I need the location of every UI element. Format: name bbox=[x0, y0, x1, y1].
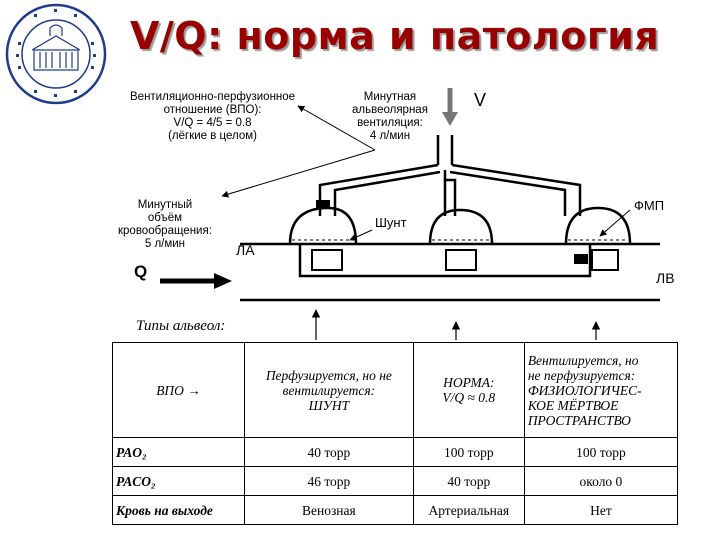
header-shunt: Перфузируется, но не вентилируется: ШУНТ bbox=[244, 342, 414, 438]
alveoli-types-caption: Типы альвеол: bbox=[136, 318, 226, 334]
vpo-label: Вентиляционно-перфузионное отношение (ВП… bbox=[130, 91, 296, 142]
header-dead-space: Вентилируется, но не перфузируется: ФИЗИ… bbox=[523, 342, 679, 438]
v-symbol: V bbox=[474, 90, 487, 110]
table-cell: около 0 bbox=[523, 466, 679, 496]
table-cell: 100 торр bbox=[412, 437, 525, 467]
table-cell: Артериальная bbox=[412, 495, 525, 525]
table-cell: 46 торр bbox=[244, 466, 414, 496]
header-vpo: ВПО → bbox=[112, 342, 245, 438]
university-seal-logo bbox=[5, 3, 107, 105]
table-cell: 40 торр bbox=[412, 466, 525, 496]
la-label: ЛА bbox=[236, 242, 255, 258]
vq-diagram bbox=[160, 88, 660, 340]
table-row: Кровь на выходе Венозная Артериальная Не… bbox=[112, 495, 679, 525]
row-label: PAO₂ bbox=[112, 437, 245, 467]
blood-flow-label: Минутный объём кровообращения: 5 л/мин bbox=[118, 199, 212, 250]
header-norm: НОРМА: V/Q ≈ 0.8 bbox=[412, 342, 525, 438]
fmp-label: ФМП bbox=[634, 198, 665, 213]
table-cell: 40 торр bbox=[244, 437, 414, 467]
table-header-row: ВПО → Перфузируется, но не вентилируется… bbox=[112, 342, 679, 438]
shunt-label: Шунт bbox=[375, 215, 407, 230]
page-title: V/Q: норма и патология bbox=[130, 14, 660, 58]
row-label: PACO₂ bbox=[112, 466, 245, 496]
table-row: PACO₂ 46 торр 40 торр около 0 bbox=[112, 466, 679, 496]
table-cell: 100 торр bbox=[523, 437, 679, 467]
row-label: Кровь на выходе bbox=[112, 495, 245, 525]
alveoli-types-table: ВПО → Перфузируется, но не вентилируется… bbox=[112, 342, 679, 525]
table-cell: Венозная bbox=[244, 495, 414, 525]
q-symbol: Q bbox=[134, 262, 148, 281]
ventilation-label: Минутная альвеолярная вентиляция: 4 л/ми… bbox=[352, 91, 428, 142]
table-row: PAO₂ 40 торр 100 торр 100 торр bbox=[112, 437, 679, 467]
lv-label: ЛВ bbox=[656, 270, 675, 286]
table-cell: Нет bbox=[523, 495, 679, 525]
